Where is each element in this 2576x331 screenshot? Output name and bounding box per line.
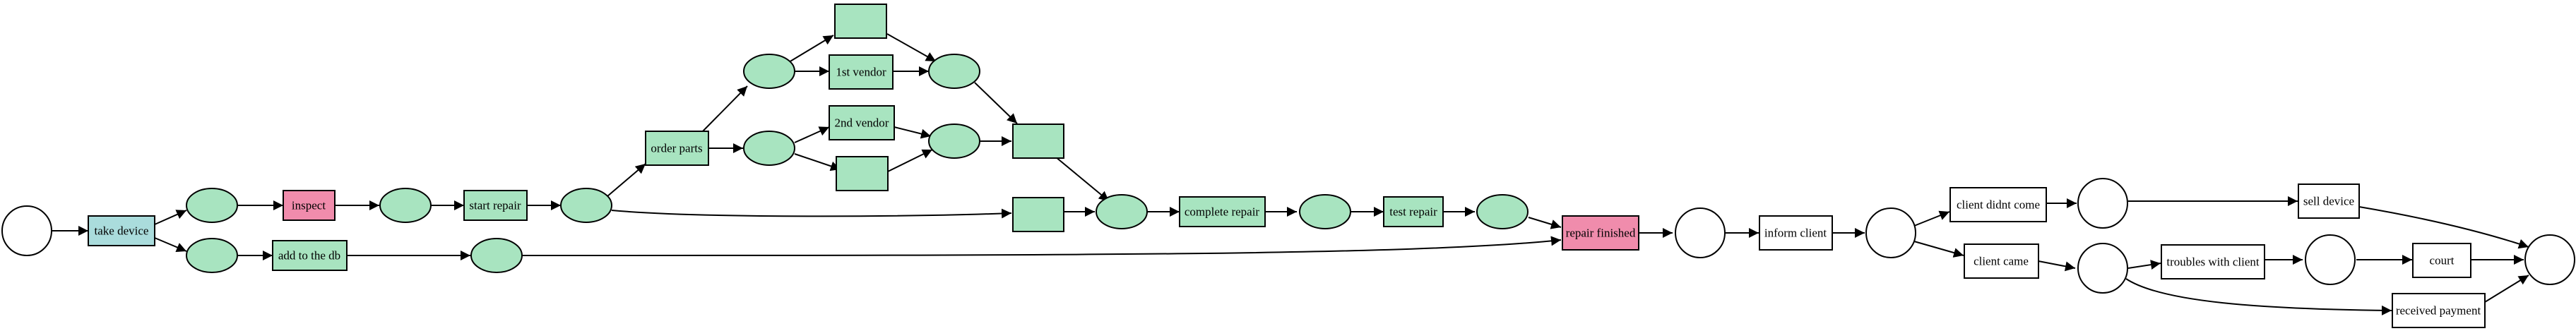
client-didnt-come-label: client didnt come (1957, 198, 2040, 212)
transition-hidden-1 (834, 4, 887, 39)
transition-client-didnt-come: client didnt come (1949, 187, 2047, 222)
troubles-label: troubles with client (2166, 255, 2260, 269)
edge-hidden-t2-to-p9 (887, 149, 933, 172)
edge-sell-device-to-end (2358, 206, 2529, 249)
transition-inform-client: inform client (1759, 215, 1833, 251)
place-after-inspect (379, 188, 432, 223)
edge-p14-to-client-came (1913, 241, 1964, 258)
transition-hidden-3 (1012, 197, 1064, 232)
edge-take-device-to-p2 (154, 237, 187, 253)
transition-received-payment: received payment (2392, 293, 2486, 328)
place-order-lower (743, 131, 795, 166)
received-payment-label: received payment (2396, 304, 2481, 318)
edges (52, 33, 2529, 315)
transition-order-parts: order parts (645, 131, 709, 166)
edge-hidden-t1-to-p8 (886, 33, 937, 62)
client-came-label: client came (1973, 255, 2029, 268)
transition-1st-vendor: 1st vendor (829, 54, 894, 90)
edge-hidden-t4-to-p10 (1055, 156, 1110, 202)
place-before-complete (1096, 194, 1148, 229)
edge-received-payment-to-end (2484, 275, 2529, 303)
place-after-complete (1299, 194, 1351, 229)
take-device-label: take device (95, 224, 149, 238)
transition-2nd-vendor: 2nd vendor (829, 105, 895, 140)
place-after-take-device-lower (186, 238, 238, 273)
edge-vendor2-to-p9 (894, 126, 932, 139)
place-after-came (2077, 243, 2128, 294)
places (1, 54, 2575, 294)
sell-device-label: sell device (2303, 195, 2354, 208)
place-after-start-repair (560, 188, 612, 223)
order-parts-label: order parts (651, 142, 702, 155)
edge-p8-to-hidden-t4 (974, 82, 1018, 124)
place-after-add-db (470, 238, 523, 273)
start-repair-label: start repair (469, 199, 521, 212)
transition-troubles-with-client: troubles with client (2161, 244, 2265, 279)
inspect-label: inspect (292, 199, 326, 212)
end-place (2524, 234, 2575, 285)
place-after-repair-finished (1675, 207, 1726, 258)
place-after-inform (1865, 207, 1916, 258)
add-to-db-label: add to the db (278, 249, 340, 263)
edge-order-parts-to-p6 (699, 85, 748, 136)
edge-p7-to-vendor2 (794, 126, 830, 143)
transition-hidden-4 (1012, 124, 1064, 159)
transition-client-came: client came (1964, 243, 2039, 279)
transition-complete-repair: complete repair (1179, 196, 1266, 227)
transition-repair-finished: repair finished (1562, 215, 1639, 251)
repair-finished-label: repair finished (1566, 227, 1636, 240)
place-after-test (1476, 194, 1529, 229)
test-repair-label: test repair (1389, 205, 1437, 219)
edge-p12-to-repair-finished (1528, 217, 1562, 229)
edge-p5-to-order-parts (607, 163, 646, 197)
transition-hidden-2 (836, 156, 889, 191)
start-place (1, 205, 52, 256)
edge-p7-to-hidden-t2 (794, 153, 841, 171)
edge-p16-to-received-payment (2125, 278, 2392, 315)
transition-start-repair: start repair (463, 190, 528, 221)
complete-repair-label: complete repair (1185, 205, 1260, 219)
transition-test-repair: test repair (1383, 196, 1444, 227)
edge-p5-to-hidden-t3 (611, 208, 1012, 219)
transition-take-device: take device (88, 215, 155, 246)
transition-court: court (2412, 243, 2471, 278)
transition-sell-device: sell device (2298, 183, 2360, 219)
inform-client-label: inform client (1764, 227, 1827, 240)
place-after-take-device-upper (186, 188, 238, 223)
edge-p16-to-troubles (2127, 260, 2161, 270)
edge-p4-to-repair-finished (522, 236, 1562, 256)
edge-p6-to-hidden-t1 (788, 35, 834, 63)
place-after-didnt-come (2077, 178, 2128, 229)
edge-p14-to-client-didnt-come (1913, 210, 1950, 227)
transition-inspect: inspect (283, 190, 336, 221)
edge-take-device-to-p1 (154, 210, 187, 225)
court-label: court (2430, 254, 2455, 267)
1st-vendor-label: 1st vendor (836, 66, 886, 79)
place-after-troubles (2305, 234, 2356, 285)
edge-client-came-to-p16 (2038, 260, 2076, 272)
transition-add-to-db: add to the db (272, 240, 348, 271)
2nd-vendor-label: 2nd vendor (835, 116, 889, 130)
place-vendor-upper (928, 54, 980, 89)
place-order-upper (743, 54, 795, 89)
transitions: take device inspect add to the db start … (88, 4, 2486, 328)
place-vendor-lower (928, 124, 980, 159)
